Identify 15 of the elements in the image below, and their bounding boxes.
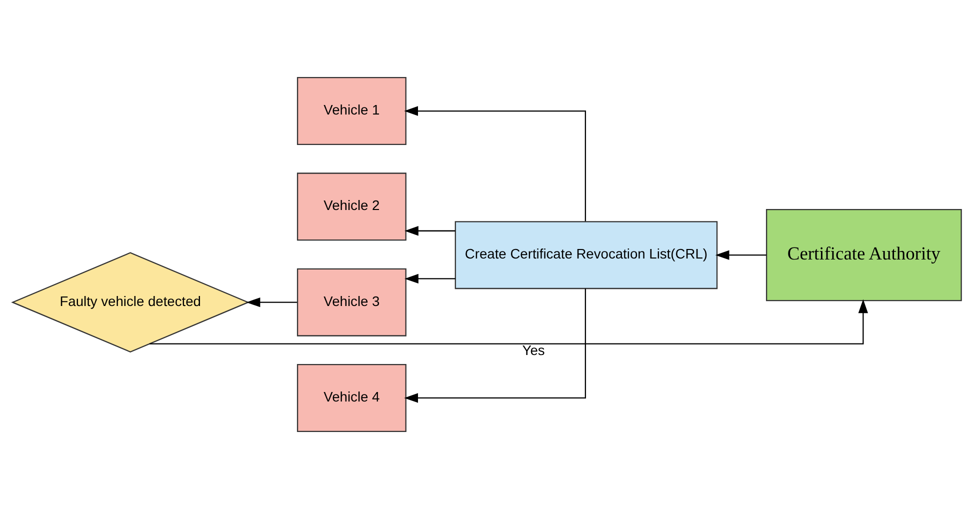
node-box: Vehicle 1	[296, 76, 406, 145]
node-diamond: Faulty vehicle detected	[11, 252, 250, 352]
node-box: Vehicle 2	[296, 172, 406, 240]
node-box: Vehicle 4	[296, 363, 406, 432]
arrow	[404, 288, 586, 402]
node-box: Vehicle 3	[296, 268, 406, 336]
arrow	[150, 298, 868, 344]
node-box: Create Certificate Revocation List(CRL)	[454, 220, 718, 289]
arrow	[715, 250, 766, 260]
arrow	[246, 296, 297, 307]
edge-label: Yes	[522, 341, 545, 358]
arrow	[404, 273, 456, 284]
arrow	[404, 106, 586, 221]
arrow	[404, 226, 456, 236]
node-box: Certificate Authority	[766, 208, 962, 301]
